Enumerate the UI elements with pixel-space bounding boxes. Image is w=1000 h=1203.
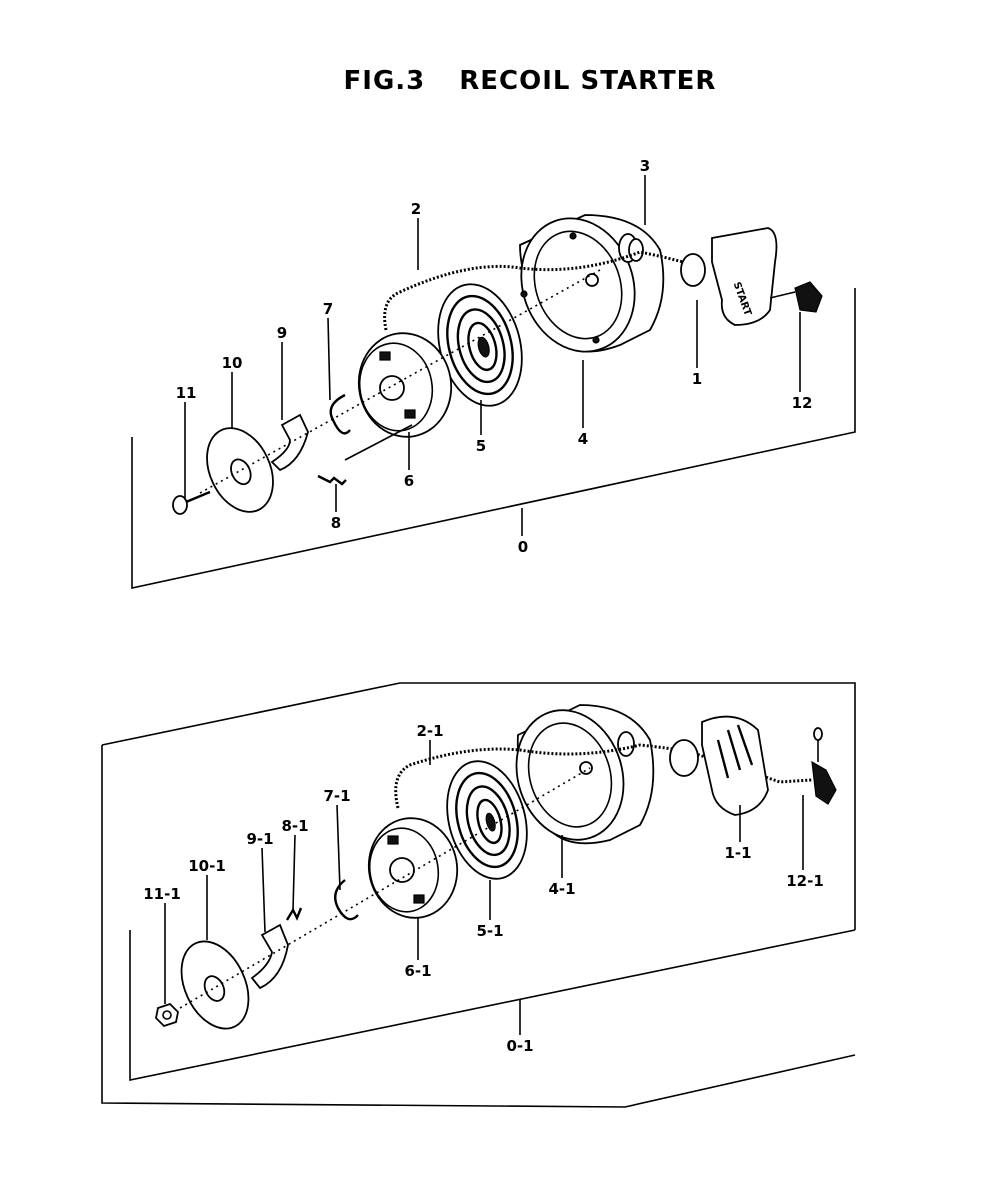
mounting-bolt <box>172 490 211 515</box>
label-0: 0 <box>518 538 528 556</box>
label-5-1: 5-1 <box>476 922 503 940</box>
label-1: 1 <box>692 370 702 388</box>
frame-outline-bottom-upper <box>101 682 856 930</box>
label-1-1: 1-1 <box>724 844 751 862</box>
frame-outline-bottom-outer <box>101 745 856 1108</box>
ratchet-pawl-variant <box>250 923 289 990</box>
grip-tag <box>769 281 823 313</box>
starter-housing-variant <box>515 704 655 845</box>
label-8: 8 <box>331 514 341 532</box>
label-10-1: 10-1 <box>188 857 226 875</box>
label-12: 12 <box>792 394 813 412</box>
return-spring-variant <box>285 907 303 921</box>
recoil-spring <box>437 283 523 407</box>
figure-name: RECOIL STARTER <box>459 66 717 96</box>
figure-title: FIG.3 RECOIL STARTER <box>0 66 1000 96</box>
label-10: 10 <box>222 354 243 372</box>
label-12-1: 12-1 <box>786 872 824 890</box>
label-9: 9 <box>277 324 287 342</box>
return-spring <box>317 474 347 486</box>
label-11: 11 <box>176 384 197 402</box>
label-6-1: 6-1 <box>404 962 431 980</box>
label-9-1: 9-1 <box>246 830 273 848</box>
label-2-1: 2-1 <box>416 722 443 740</box>
label-4: 4 <box>578 430 588 448</box>
label-0-1: 0-1 <box>506 1037 533 1055</box>
starter-handle: START <box>680 227 778 326</box>
friction-spring <box>329 393 351 435</box>
label-2: 2 <box>411 200 421 218</box>
starter-rope <box>383 250 706 331</box>
starter-handle-variant <box>669 715 769 816</box>
rope-guide-bushing <box>618 233 644 263</box>
label-11-1: 11-1 <box>143 885 181 903</box>
label-3: 3 <box>640 157 650 175</box>
assembly-bottom: 2-1 1-1 12-1 4-1 5-1 6-1 7-1 8-1 9-1 10-… <box>101 682 856 1108</box>
hex-nut <box>155 1002 179 1028</box>
frame-outline-bottom-inner <box>129 929 856 1081</box>
label-8-1: 8-1 <box>281 817 308 835</box>
label-7: 7 <box>323 300 333 318</box>
label-7-1: 7-1 <box>323 787 350 805</box>
friction-spring-variant <box>334 879 359 921</box>
recoil-spring-variant <box>446 760 528 880</box>
rope-pulley-variant <box>367 817 459 919</box>
label-5: 5 <box>476 437 486 455</box>
rope-pulley <box>357 332 453 438</box>
frame-outline-top <box>131 288 856 589</box>
washer-variant <box>180 940 250 1030</box>
grip-tag-variant <box>811 727 837 805</box>
washer <box>206 427 274 513</box>
starter-rope-variant <box>394 743 813 809</box>
starter-housing <box>519 214 665 353</box>
figure-number: FIG.3 <box>343 66 426 96</box>
label-4-1: 4-1 <box>548 880 575 898</box>
label-6: 6 <box>404 472 414 490</box>
assembly-top: START <box>131 157 856 589</box>
